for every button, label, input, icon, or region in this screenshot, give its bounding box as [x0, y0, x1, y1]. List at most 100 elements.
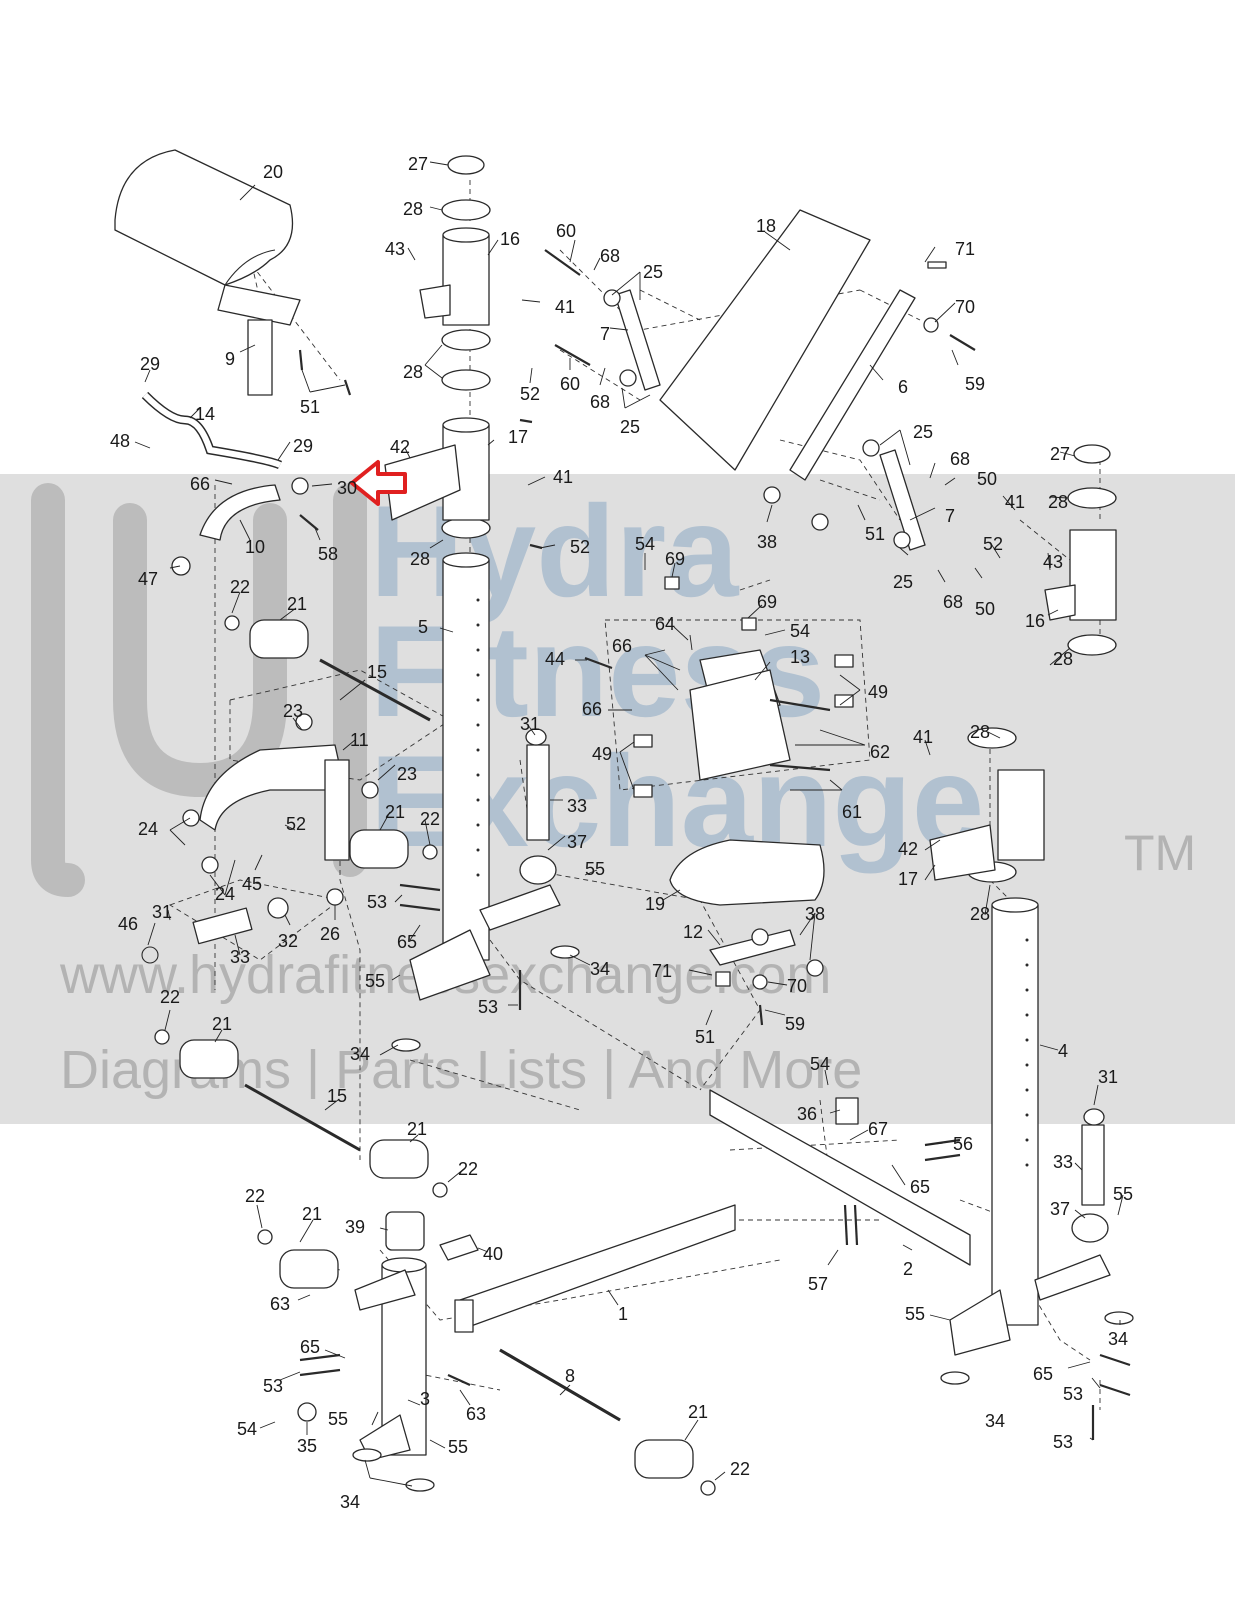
- part-label: 18: [756, 216, 776, 236]
- parts-art: [114, 149, 1134, 1496]
- part-label: 59: [965, 374, 985, 394]
- part-label: 53: [263, 1376, 283, 1396]
- part-20-arm-pad: [114, 149, 294, 286]
- part-label: 68: [950, 449, 970, 469]
- part-label: 22: [160, 987, 180, 1007]
- part-label: 70: [787, 976, 807, 996]
- part-label: 24: [138, 819, 158, 839]
- part-label: 21: [212, 1014, 232, 1034]
- part-label: 60: [560, 374, 580, 394]
- part-label: 62: [870, 742, 890, 762]
- part-label: 53: [1053, 1432, 1073, 1452]
- part-2-crossmember: [709, 1089, 971, 1266]
- part-label: 26: [320, 924, 340, 944]
- part-label: 70: [955, 297, 975, 317]
- part-label: 49: [592, 744, 612, 764]
- part-label: 58: [318, 544, 338, 564]
- part-number-labels: 20 27 28 16 43 60 68 25 18 71 70 41 7 9 …: [110, 154, 1133, 1512]
- part-label: 50: [977, 469, 997, 489]
- part-label: 30: [337, 478, 357, 498]
- part-label: 25: [893, 572, 913, 592]
- part-19-seat: [669, 839, 825, 906]
- part-label: 40: [483, 1244, 503, 1264]
- part-label: 41: [1005, 492, 1025, 512]
- part-label: 34: [985, 1411, 1005, 1431]
- part-27-cap: [447, 155, 485, 175]
- part-label: 35: [297, 1436, 317, 1456]
- part-label: 52: [286, 814, 306, 834]
- part-label: 43: [385, 239, 405, 259]
- part-label: 37: [567, 832, 587, 852]
- part-label: 37: [1050, 1199, 1070, 1219]
- part-label: 55: [1113, 1184, 1133, 1204]
- leader-lines: [134, 161, 1124, 1487]
- part-label: 50: [975, 599, 995, 619]
- part-label: 55: [585, 859, 605, 879]
- part-1-front-tube: [459, 1204, 736, 1331]
- part-label: 22: [730, 1459, 750, 1479]
- part-label: 33: [1053, 1152, 1073, 1172]
- part-label: 34: [340, 1492, 360, 1512]
- part-label: 66: [190, 474, 210, 494]
- part-label: 17: [508, 427, 528, 447]
- part-label: 46: [118, 914, 138, 934]
- upright-holes: [476, 598, 1029, 1167]
- part-label: 42: [898, 839, 918, 859]
- part-label: 12: [683, 922, 703, 942]
- part-label: 55: [905, 1304, 925, 1324]
- part-label: 15: [327, 1086, 347, 1106]
- part-label: 5: [418, 617, 428, 637]
- part-label: 52: [570, 537, 590, 557]
- part-label: 52: [520, 384, 540, 404]
- part-label: 24: [215, 884, 235, 904]
- part-label: 41: [555, 297, 575, 317]
- part-label: 42: [390, 437, 410, 457]
- part-label: 27: [1050, 444, 1070, 464]
- part-label: 51: [865, 524, 885, 544]
- part-label: 25: [643, 262, 663, 282]
- part-label: 51: [300, 397, 320, 417]
- part-label: 43: [1043, 552, 1063, 572]
- part-label: 61: [842, 802, 862, 822]
- part-label: 4: [1058, 1041, 1068, 1061]
- part-label: 51: [695, 1027, 715, 1047]
- part-label: 29: [293, 436, 313, 456]
- part-label: 38: [805, 904, 825, 924]
- part-label: 21: [302, 1204, 322, 1224]
- part-label: 28: [410, 549, 430, 569]
- part-16-tube: [442, 234, 490, 326]
- highlight-arrow-icon: [350, 460, 407, 506]
- part-label: 69: [665, 549, 685, 569]
- part-label: 20: [263, 162, 283, 182]
- part-label: 31: [1098, 1067, 1118, 1087]
- part-label: 68: [600, 246, 620, 266]
- part-label: 1: [618, 1304, 628, 1324]
- part-label: 7: [945, 506, 955, 526]
- part-4-upright: [991, 904, 1039, 1326]
- part-label: 47: [138, 569, 158, 589]
- part-label: 63: [270, 1294, 290, 1314]
- part-label: 66: [612, 636, 632, 656]
- watermark-logo-icon: [31, 483, 367, 897]
- part-label: 28: [970, 904, 990, 924]
- part-label: 60: [556, 221, 576, 241]
- part-label: 22: [420, 809, 440, 829]
- part-label: 3: [420, 1389, 430, 1409]
- part-label: 29: [140, 354, 160, 374]
- part-label: 67: [868, 1119, 888, 1139]
- fastener-bolts: [298, 249, 1131, 1440]
- part-label: 28: [970, 722, 990, 742]
- part-label: 7: [600, 324, 610, 344]
- part-label: 13: [790, 647, 810, 667]
- part-label: 23: [283, 701, 303, 721]
- part-label: 21: [688, 1402, 708, 1422]
- part-label: 21: [407, 1119, 427, 1139]
- part-label: 49: [868, 682, 888, 702]
- part-label: 63: [466, 1404, 486, 1424]
- part-label: 69: [757, 592, 777, 612]
- part-label: 27: [408, 154, 428, 174]
- part-label: 57: [808, 1274, 828, 1294]
- part-label: 48: [110, 431, 130, 451]
- part-label: 53: [367, 892, 387, 912]
- part-label: 23: [397, 764, 417, 784]
